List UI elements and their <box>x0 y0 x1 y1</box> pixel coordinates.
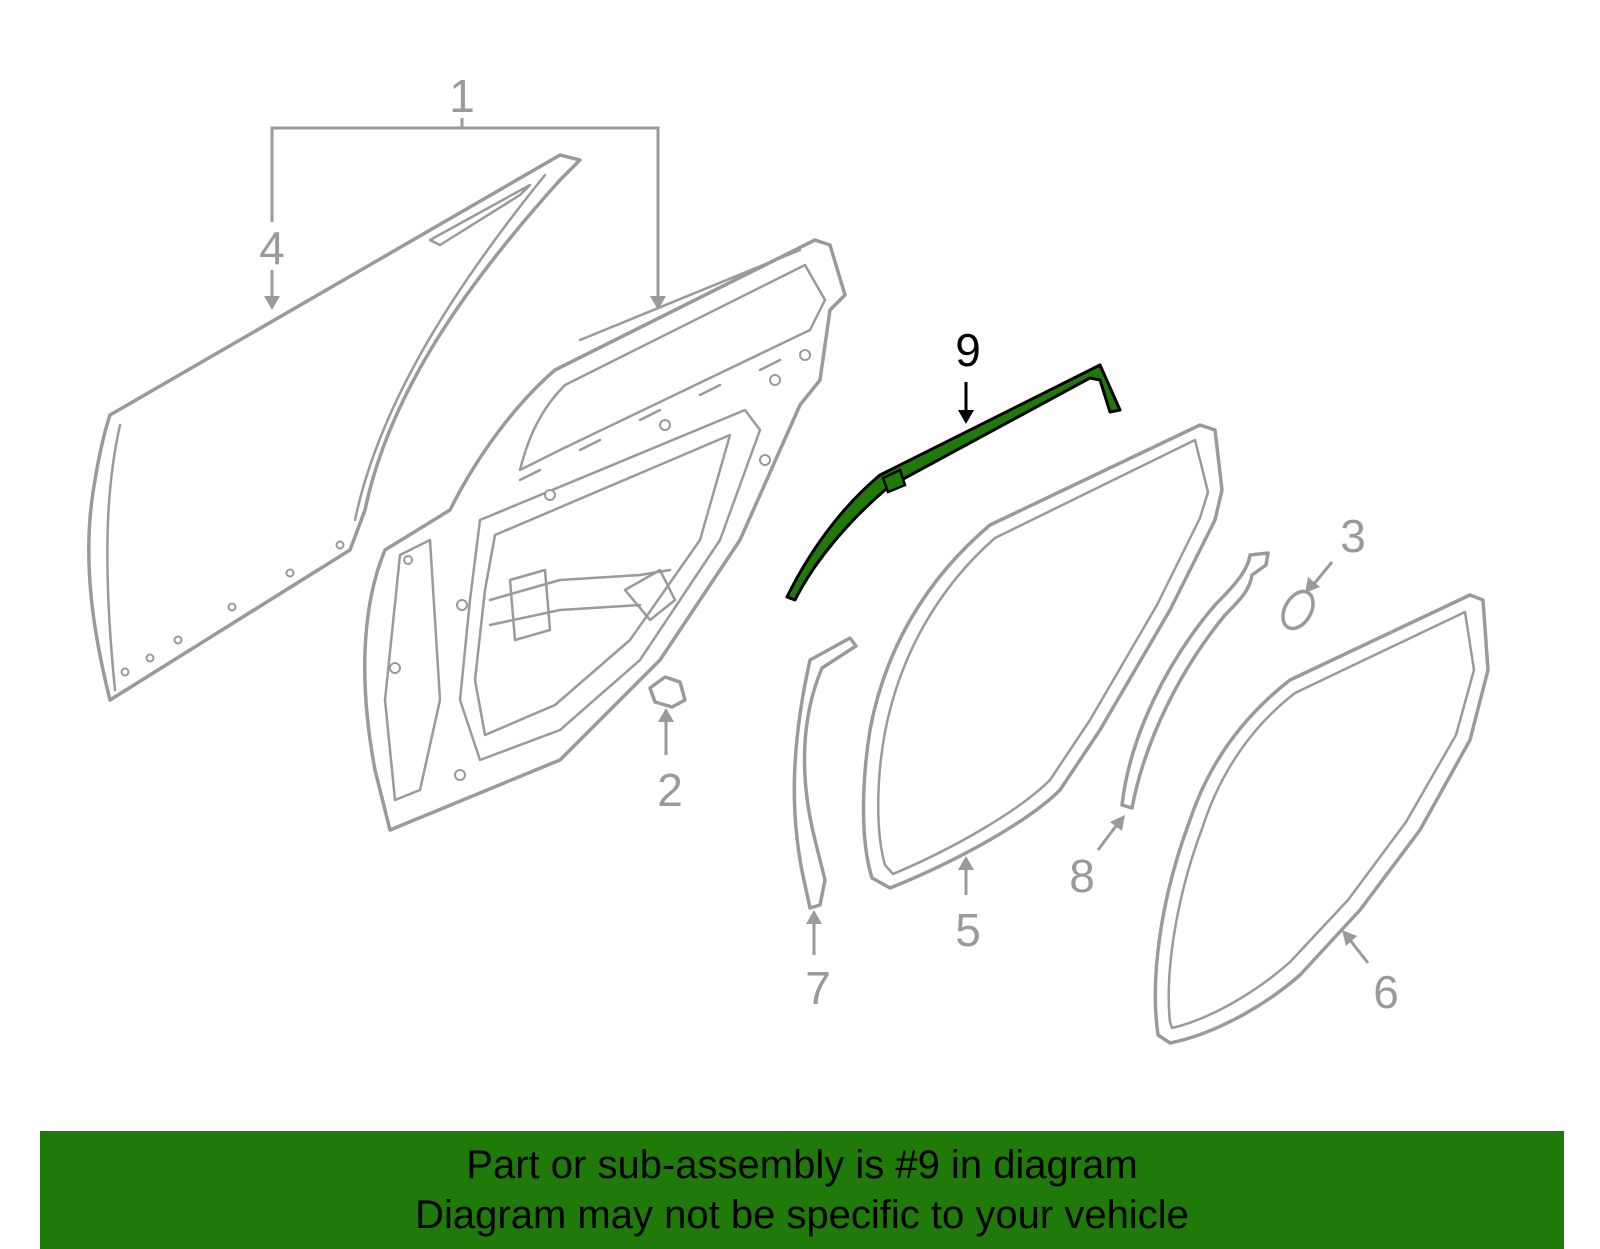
part-2-plug[interactable] <box>648 675 687 709</box>
svg-text:1: 1 <box>449 70 475 122</box>
callout-8: 8 <box>1069 815 1125 902</box>
part-1-door-shell[interactable] <box>363 238 847 832</box>
callout-6: 6 <box>1342 930 1399 1018</box>
svg-text:2: 2 <box>657 764 683 816</box>
callout-3: 3 <box>1305 510 1366 593</box>
callout-1: 1 <box>264 70 666 310</box>
callout-4: 4 <box>252 222 292 274</box>
callout-7: 7 <box>805 910 831 1014</box>
svg-text:6: 6 <box>1373 966 1399 1018</box>
part-8-seal-strip[interactable] <box>1120 551 1270 810</box>
part-3-grommet[interactable] <box>1277 586 1320 634</box>
svg-text:9: 9 <box>955 324 981 376</box>
svg-text:3: 3 <box>1340 510 1366 562</box>
svg-text:5: 5 <box>955 904 981 956</box>
banner-line-2: Diagram may not be specific to your vehi… <box>415 1193 1189 1237</box>
part-4-outer-panel[interactable] <box>87 153 582 702</box>
parts-diagram: 1 4 2 3 5 6 7 8 9 <box>87 70 1490 1045</box>
info-banner: Part or sub-assembly is #9 in diagram Di… <box>40 1131 1564 1249</box>
part-5-door-weatherstrip[interactable] <box>861 423 1224 890</box>
callout-5: 5 <box>955 856 981 956</box>
callout-2: 2 <box>657 708 683 816</box>
banner-line-1: Part or sub-assembly is #9 in diagram <box>466 1143 1138 1187</box>
svg-text:7: 7 <box>805 962 831 1014</box>
svg-text:8: 8 <box>1069 850 1095 902</box>
callout-9: 9 <box>955 324 981 424</box>
part-9-weatherstrip[interactable] <box>785 363 1122 602</box>
part-6-body-weatherstrip[interactable] <box>1153 593 1490 1045</box>
svg-text:4: 4 <box>259 222 285 274</box>
part-7-seal-strip[interactable] <box>792 636 858 910</box>
